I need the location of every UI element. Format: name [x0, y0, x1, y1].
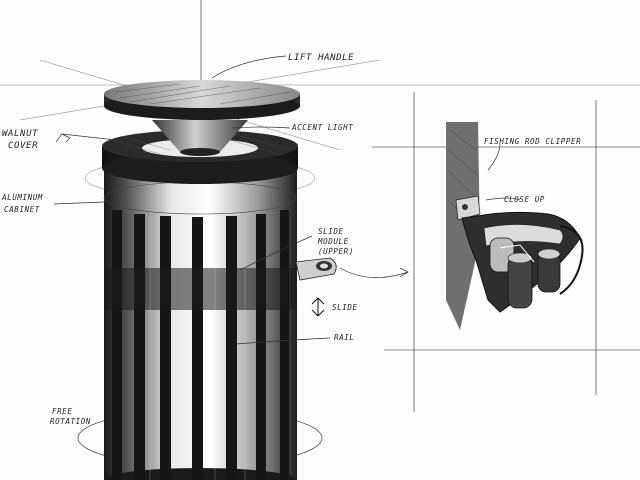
label-accent-light: ACCENT LIGHT: [291, 123, 353, 132]
label-close-up: CLOSE UP: [504, 195, 545, 204]
label-walnut: WALNUT: [2, 129, 38, 139]
slide-arrow-icon: [311, 297, 325, 317]
slide-clip-bracket: [295, 257, 337, 281]
cabinet-slots: [112, 210, 289, 480]
lift-handle: [104, 80, 300, 156]
aluminum-cabinet: [103, 160, 297, 480]
fishing-rod-clipper-closeup: [446, 122, 584, 330]
label-free: FREE: [52, 407, 72, 416]
label-rail: RAIL: [334, 333, 354, 342]
label-rotation: ROTATION: [50, 417, 91, 426]
label-slide: SLIDE: [318, 227, 344, 236]
label-cover: COVER: [8, 141, 38, 151]
label-fishing-rod-clipper: FISHING ROD CLIPPER: [484, 137, 581, 146]
label-aluminum: ALUMINUM: [1, 193, 43, 202]
leader-lines: [53, 55, 521, 345]
annotations: LIFT HANDLE ACCENT LIGHT WALNUT COVER AL…: [1, 53, 581, 426]
label-lift-handle: LIFT HANDLE: [288, 53, 354, 63]
label-slide-arrow: SLIDE: [332, 303, 358, 312]
label-cabinet: CABINET: [4, 205, 40, 214]
label-upper: (UPPER): [318, 247, 354, 256]
label-module: MODULE: [317, 237, 349, 246]
callout-arrow-icon: [339, 267, 409, 278]
slide-module-band: [104, 268, 297, 310]
leader-arrow-icon: [61, 133, 71, 143]
